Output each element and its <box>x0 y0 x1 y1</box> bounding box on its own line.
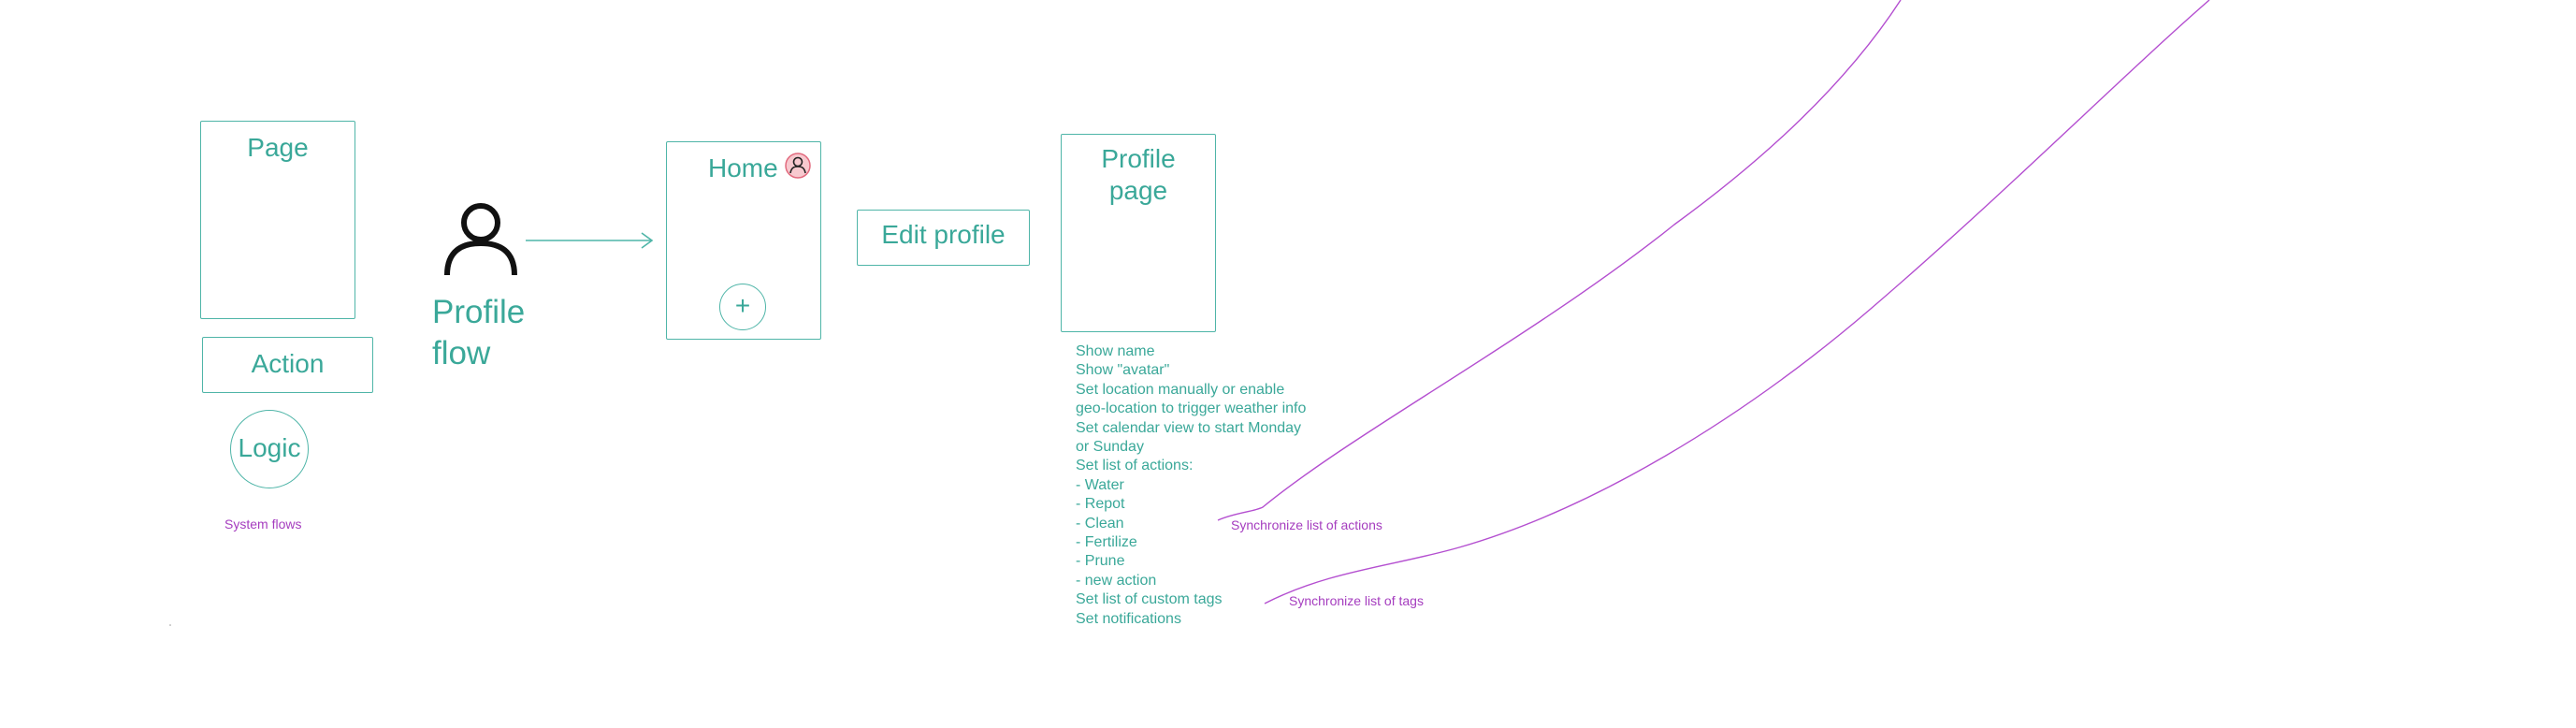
user-icon <box>785 153 811 179</box>
note-item: Set calendar view to start Monday <box>1076 419 1302 436</box>
note-item: geo-location to trigger weather info <box>1076 400 1307 417</box>
flow-arrow <box>526 232 654 249</box>
note-item: - Repot <box>1076 496 1125 513</box>
plus-icon: + <box>734 291 751 320</box>
legend-page-label: Page <box>247 133 309 162</box>
sync-tags-line <box>1264 0 2210 604</box>
legend-page-box: Page <box>200 121 355 319</box>
legend-caption: System flows <box>224 517 302 531</box>
note-item: Set list of actions: <box>1076 458 1194 474</box>
home-title: Home <box>708 153 778 182</box>
legend-logic-circle: Logic <box>230 410 309 488</box>
note-item: - Fertilize <box>1076 534 1137 551</box>
note-item: - Clean <box>1076 515 1124 531</box>
profile-flow-title-line2: flow <box>432 335 491 371</box>
profile-page-title-line1: Profile <box>1101 144 1176 173</box>
note-item: Show "avatar" <box>1076 362 1170 379</box>
note-item: - Water <box>1076 476 1124 493</box>
legend-action-label: Action <box>251 349 325 378</box>
sync-actions-line <box>1217 0 1902 521</box>
edit-profile-action: Edit profile <box>857 210 1030 266</box>
legend-action-box: Action <box>202 337 373 393</box>
add-button[interactable]: + <box>719 284 766 330</box>
home-page-box: Home + <box>666 141 821 340</box>
sync-actions-label: Synchronize list of actions <box>1231 517 1382 532</box>
note-item: - Prune <box>1076 553 1125 570</box>
note-item: Set list of custom tags <box>1076 591 1223 608</box>
profile-flow-title-line1: Profile <box>432 294 526 330</box>
note-item: or Sunday <box>1076 439 1144 456</box>
profile-avatar-button[interactable] <box>784 152 812 180</box>
profile-page-title-line2: page <box>1108 176 1168 205</box>
stray-dot <box>169 624 171 626</box>
note-item: - new action <box>1076 572 1157 589</box>
note-item: Set notifications <box>1076 610 1181 627</box>
note-item: Show name <box>1076 343 1155 359</box>
user-icon <box>440 198 522 277</box>
edit-profile-label: Edit profile <box>881 220 1006 249</box>
sync-tags-label: Synchronize list of tags <box>1289 593 1424 608</box>
profile-page-box: Profile page <box>1061 134 1216 332</box>
legend-logic-label: Logic <box>238 433 301 462</box>
note-item: Set location manually or enable <box>1076 381 1285 398</box>
